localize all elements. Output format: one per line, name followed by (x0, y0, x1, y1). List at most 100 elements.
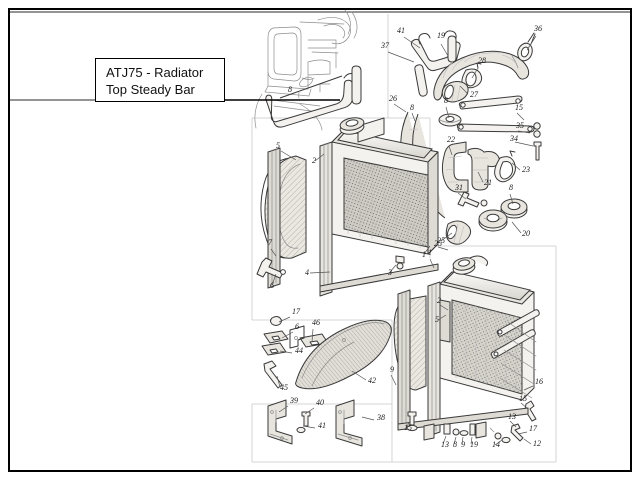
part-number-label: 20 (522, 229, 530, 238)
callout-leader-23 (511, 162, 521, 171)
engine-and-steady-bar-panel: 8 (254, 9, 362, 131)
callout-leader-38 (361, 416, 375, 421)
callout-leader-41 (302, 425, 316, 429)
callout-leader-6 (271, 273, 277, 286)
callout-leader-20 (511, 221, 522, 234)
callout-leader-15 (516, 112, 525, 121)
callout-leader-9 (461, 436, 464, 445)
part-number-label: 2 (312, 156, 316, 165)
callout-leader-37 (387, 51, 415, 63)
part-number-label: 7 (268, 238, 273, 247)
part-number-label: 8 (410, 103, 414, 112)
part-number-label: 1 (422, 250, 426, 259)
part-number-label: 41 (318, 421, 326, 430)
part-number-label: 8 (509, 183, 513, 192)
part-number-label: 23 (522, 165, 530, 174)
part-number-label: 25 (434, 239, 442, 248)
callout-leader-8 (411, 112, 416, 122)
callout-leader-9 (390, 374, 397, 386)
part-number-label: 31 (454, 183, 463, 192)
part-number-label: 19 (470, 440, 478, 449)
part-number-label: 9 (461, 440, 465, 449)
part-number-label: 39 (289, 396, 298, 405)
part-number-label: 42 (368, 376, 376, 385)
part-number-label: 37 (380, 41, 390, 50)
callout-leader-19 (440, 43, 449, 57)
callout-leader-16 (523, 385, 534, 391)
part-number-label: 8 (444, 96, 448, 105)
callout-leader-1 (429, 258, 435, 269)
part-number-label: 16 (535, 377, 543, 386)
callout-leader-2 (314, 153, 325, 162)
callout-leader-22 (448, 145, 453, 156)
callout-leader-12 (523, 438, 532, 445)
part-number-label: 28 (478, 56, 486, 65)
callout-leader-44 (279, 350, 293, 354)
part-number-label: 45 (280, 383, 288, 392)
callout-leader-8 (509, 193, 514, 205)
callout-leader-3 (389, 264, 397, 273)
callout-leader-46 (311, 328, 314, 343)
callout-leader-5 (437, 314, 447, 321)
callout-leader-1 (423, 245, 431, 255)
brackets-and-shield-panel (261, 316, 392, 447)
part-number-label: 8 (453, 440, 457, 449)
callout-leader-5 (280, 150, 297, 161)
callout-leader-25 (437, 246, 449, 251)
part-number-label: 34 (509, 134, 518, 143)
part-number-label: 2 (437, 296, 441, 305)
part-number-label: 46 (312, 318, 320, 327)
part-number-label: 9 (390, 365, 394, 374)
part-number-label: 6 (295, 322, 299, 331)
callout-leader-35 (517, 130, 531, 134)
callout-leader-4 (309, 271, 331, 274)
page-border (8, 8, 632, 472)
callout-leader-19 (470, 436, 473, 445)
radiator-top-steady-bar-callout: ATJ75 - Radiator Top Steady Bar (95, 58, 225, 102)
callout-leader-2 (439, 304, 449, 311)
part-number-label: 17 (292, 307, 301, 316)
callout-leader-15 (405, 420, 411, 429)
part-number-label: 15 (404, 423, 412, 432)
part-number-label: 13 (441, 440, 449, 449)
part-number-label: 5 (276, 141, 280, 150)
part-number-label: 5 (435, 315, 439, 324)
callout-leader-45 (276, 375, 281, 388)
callout-leader-14 (494, 439, 503, 446)
callout-leader-13 (442, 435, 447, 445)
part-number-label: 21 (484, 178, 492, 187)
part-number-label: 36 (533, 24, 542, 33)
callout-leader-36 (526, 35, 537, 51)
callout-leader-28 (471, 67, 479, 79)
part-number-label: 22 (447, 135, 455, 144)
callout-leader-6 (281, 331, 294, 339)
radiator-core-assembly-panel (393, 255, 540, 444)
callout-leader-17 (278, 316, 291, 323)
part-number-label: 3 (387, 268, 392, 277)
part-number-label: 35 (515, 121, 524, 130)
part-number-label: 26 (389, 94, 397, 103)
radiator-with-cowl-panel (256, 117, 439, 297)
part-number-label: 17 (529, 424, 538, 433)
callout-leader-15 (520, 402, 529, 410)
callout-line-2: Top Steady Bar (106, 82, 195, 97)
part-number-label: 6 (270, 281, 274, 290)
part-number-label: 40 (316, 398, 324, 407)
callout-leader-17 (517, 431, 528, 435)
part-number-label: 19 (437, 31, 445, 40)
callout-line-1: ATJ75 - Radiator (106, 65, 204, 80)
callout-leader-7 (270, 248, 277, 257)
part-number-label: 1 (428, 248, 432, 257)
callout-leader-8 (453, 436, 457, 445)
callout-leader-27 (459, 85, 469, 95)
callout-leader-41 (403, 36, 421, 49)
part-number-label: 25 (437, 236, 445, 245)
callout-leader-40 (304, 407, 315, 415)
callout-leader-25 (440, 232, 453, 242)
callout-leader-34 (514, 141, 534, 147)
part-number-label: 15 (515, 103, 523, 112)
callout-leader-39 (278, 405, 289, 413)
part-number-label: 12 (533, 439, 541, 448)
